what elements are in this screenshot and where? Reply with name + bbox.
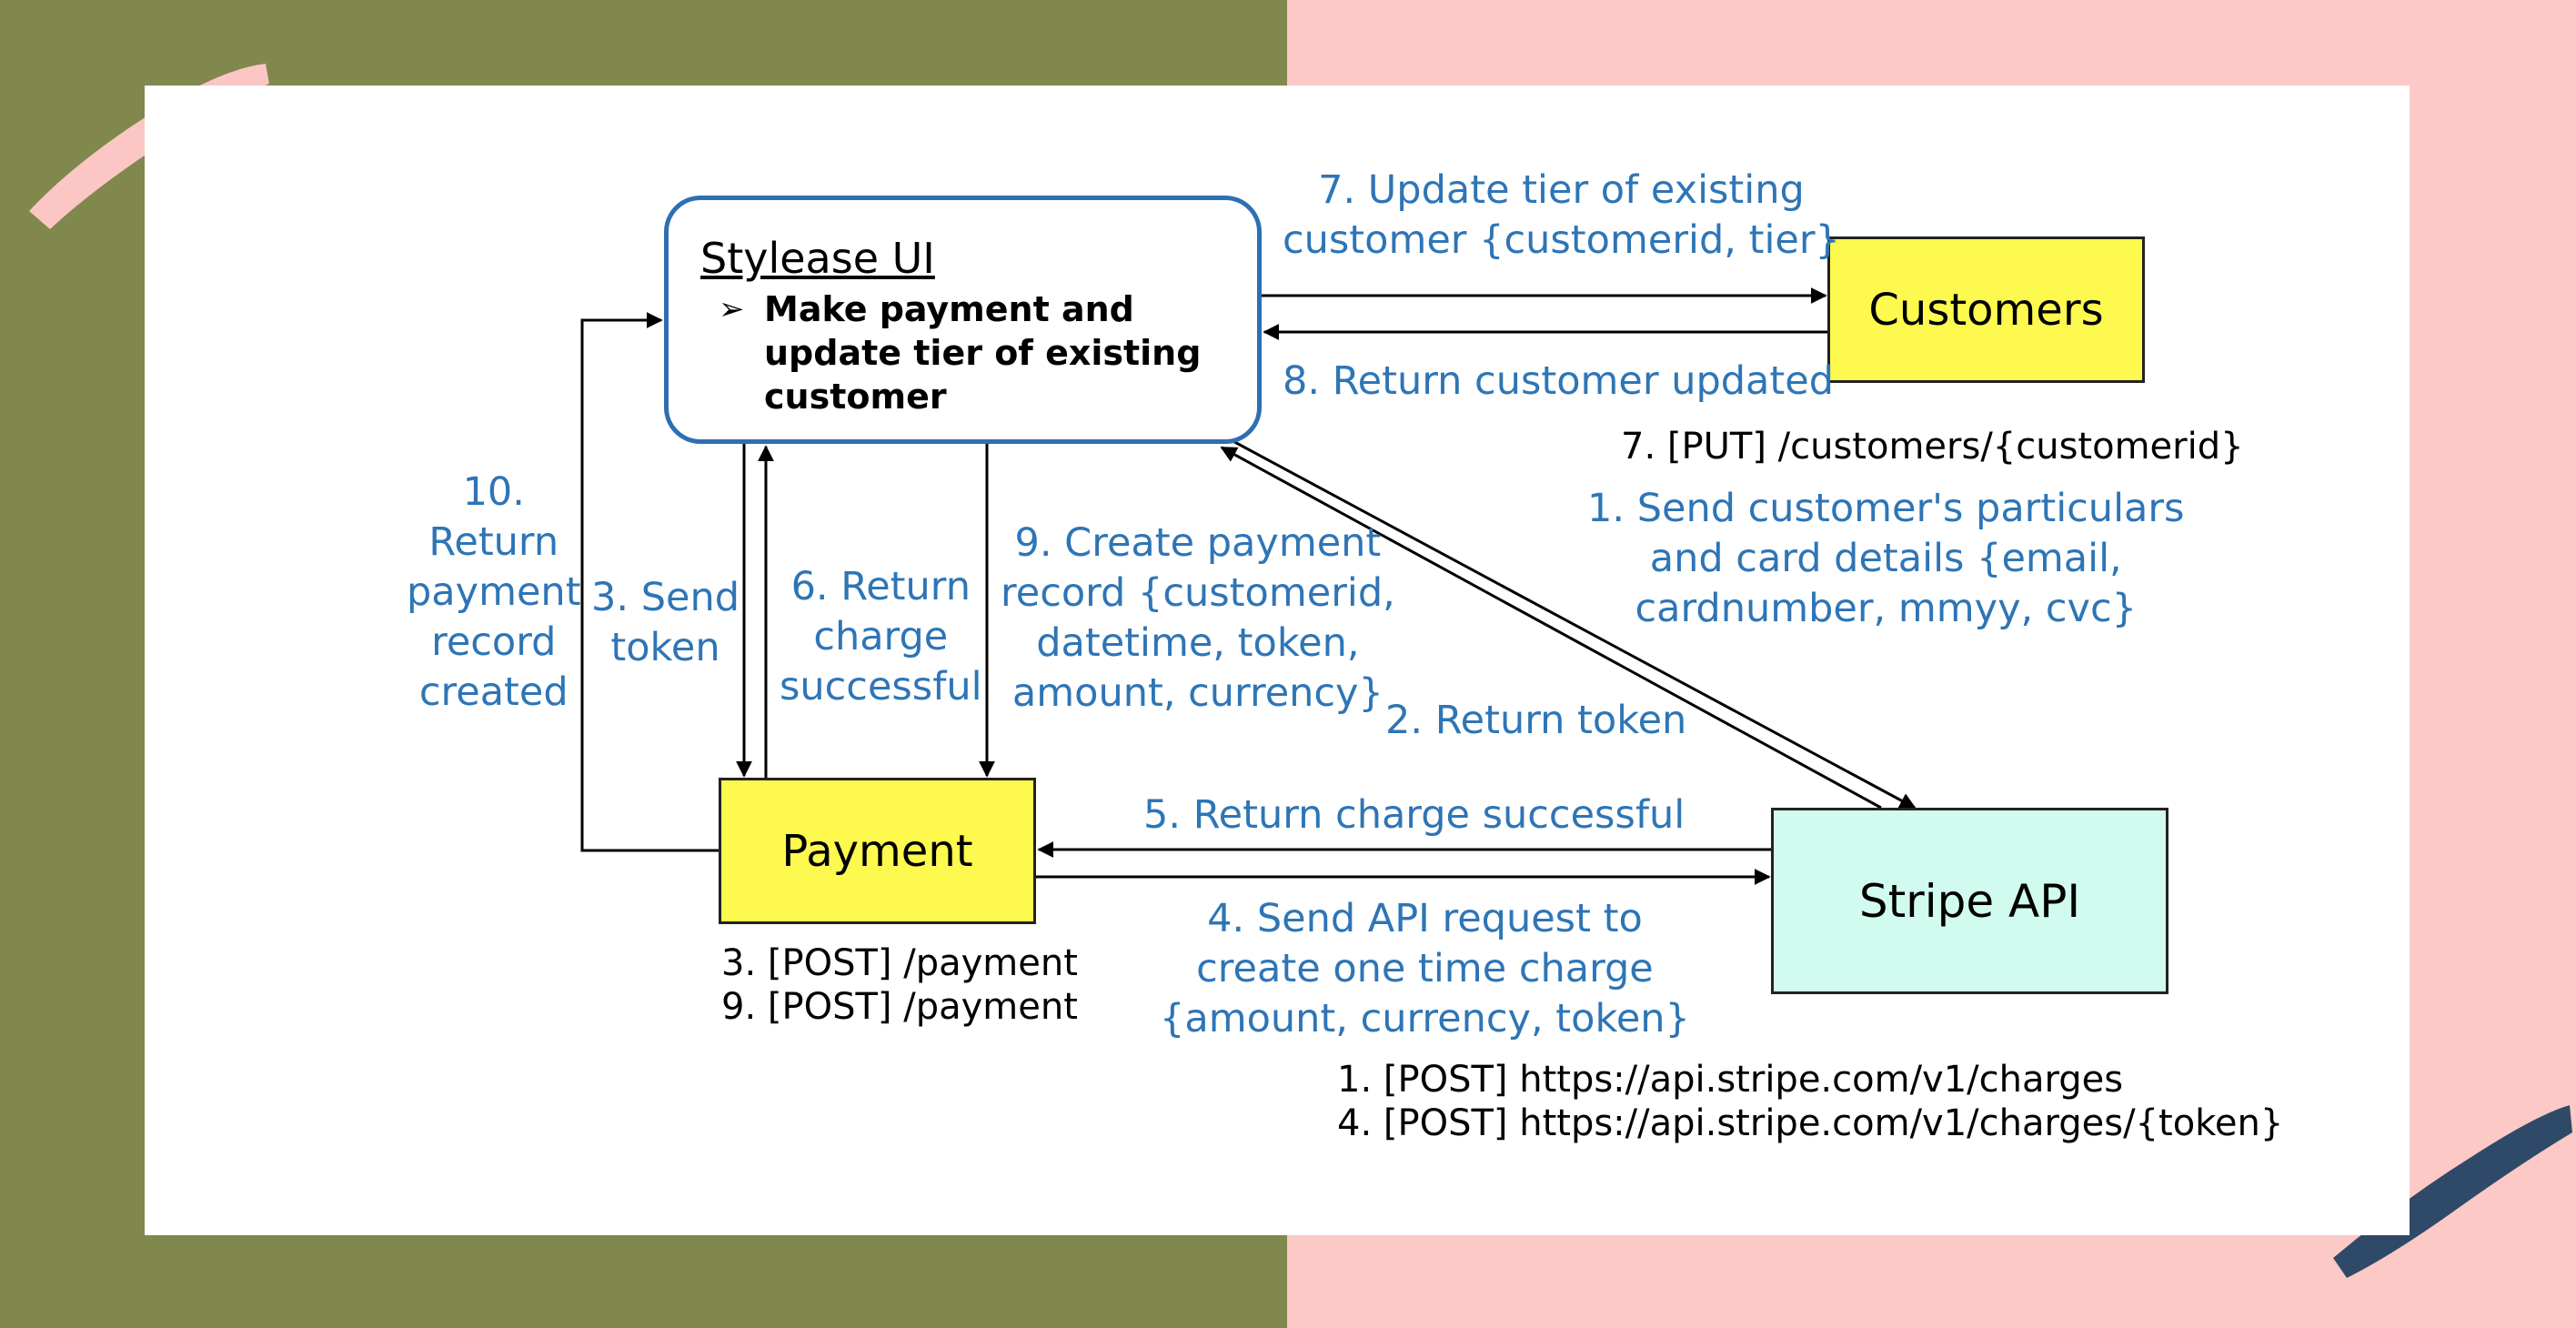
arrow-payment-to-ui-record <box>580 312 719 852</box>
label-line: 10. <box>462 469 525 515</box>
label-line: 7. Update tier of existing <box>1318 167 1805 213</box>
label-line: 9. Create payment <box>1014 520 1382 566</box>
stylease-ui-node: Stylease UI ➢ Make payment and update ti… <box>664 196 1262 444</box>
label-line: token <box>610 625 720 670</box>
label-line: successful <box>780 664 982 709</box>
label-line: created <box>418 669 569 715</box>
ui-title: Stylease UI <box>700 234 935 283</box>
label-line: {amount, currency, token} <box>1160 996 1690 1041</box>
label-step9: 9. Create payment record {customerid, da… <box>1001 518 1395 719</box>
label-step5: 5. Return charge successful <box>1143 792 1685 838</box>
label-step8: 8. Return customer updated <box>1283 358 1835 404</box>
label-line: datetime, token, <box>1036 620 1360 666</box>
arrow-ui-to-stripe <box>1227 437 1917 810</box>
label-line: create one time charge <box>1196 946 1654 991</box>
label-line: 4. Send API request to <box>1207 896 1643 941</box>
label-step2: 2. Return token <box>1385 698 1687 743</box>
label-step6: 6. Return charge successful <box>780 562 982 712</box>
endpoint-customers: 7. [PUT] /customers/{customerid} <box>1621 426 2244 468</box>
label-step7: 7. Update tier of existing customer {cus… <box>1283 166 1840 266</box>
arrow-stripe-to-ui <box>1220 446 1882 810</box>
label-step3: 3. Send token <box>591 573 740 673</box>
label-line: 1. Send customer's particulars <box>1587 486 2185 531</box>
endpoint-line: 1. [POST] https://api.stripe.com/v1/char… <box>1337 1059 2124 1101</box>
endpoint-line: 9. [POST] /payment <box>721 986 1078 1028</box>
label-line: record <box>431 619 557 665</box>
endpoint-line: 4. [POST] https://api.stripe.com/v1/char… <box>1337 1102 2284 1144</box>
ui-bullet-text: Make payment and update tier of existing… <box>764 289 1202 417</box>
stripe-api-node: Stripe API <box>1771 808 2168 994</box>
label-step4: 4. Send API request to create one time c… <box>1160 894 1690 1044</box>
label-line: customer {customerid, tier} <box>1283 217 1840 263</box>
label-step1: 1. Send customer's particulars and card … <box>1587 484 2184 634</box>
ui-bullet: ➢ Make payment and update tier of existi… <box>700 287 1257 418</box>
endpoint-stripe: 1. [POST] https://api.stripe.com/v1/char… <box>1337 1058 2283 1145</box>
endpoint-payment: 3. [POST] /payment 9. [POST] /payment <box>721 941 1078 1029</box>
payment-node: Payment <box>719 778 1036 924</box>
label-line: payment <box>407 569 581 615</box>
label-line: amount, currency} <box>1011 670 1384 716</box>
label-line: and card details {email, <box>1649 536 2122 581</box>
label-line: cardnumber, mmyy, cvc} <box>1635 586 2137 631</box>
label-line: Return <box>428 519 559 565</box>
label-line: 6. Return <box>790 564 971 609</box>
label-line: record {customerid, <box>1001 570 1395 616</box>
label-step10: 10. Return payment record created <box>407 468 581 718</box>
label-line: 3. Send <box>591 575 740 620</box>
label-line: charge <box>813 614 949 659</box>
endpoint-line: 3. [POST] /payment <box>721 942 1078 984</box>
arrow-bullet-icon: ➢ <box>719 291 745 327</box>
customers-node: Customers <box>1827 236 2145 383</box>
